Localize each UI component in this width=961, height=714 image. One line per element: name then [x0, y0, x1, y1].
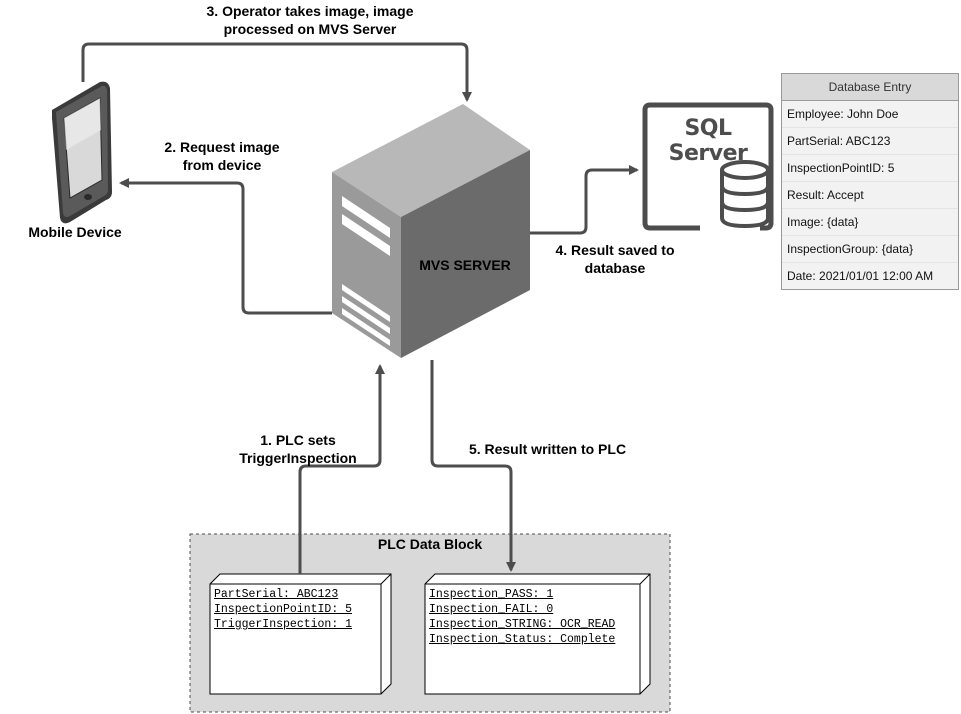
step1-label-line1: 1. PLC sets: [260, 432, 336, 448]
database-entry-row: Result: Accept: [782, 182, 958, 209]
server-tower-icon: [332, 104, 530, 358]
plc-data-block-title: PLC Data Block: [377, 536, 483, 552]
plc-output-status: Inspection_Status: Complete: [429, 633, 616, 646]
plc-output-fail: Inspection_FAIL: 0: [429, 603, 554, 616]
plc-output-list: Inspection_PASS: 1 Inspection_FAIL: 0 In…: [429, 587, 615, 647]
step3-label-line2: processed on MVS Server: [223, 21, 397, 37]
step4-label-line1: 4. Result saved to: [555, 242, 675, 258]
step5-label: 5. Result written to PLC: [468, 441, 627, 457]
smartphone-icon: [52, 81, 112, 224]
sql-server-database-icon: [642, 102, 774, 245]
plc-output-pass: Inspection_PASS: 1: [429, 588, 554, 601]
database-entry-table: Database Entry Employee: John Doe PartSe…: [781, 73, 959, 290]
plc-output-string: Inspection_STRING: OCR_READ: [429, 618, 616, 631]
step4-label-line2: database: [584, 260, 646, 276]
plc-input-trigger-inspection: TriggerInspection: 1: [214, 618, 353, 631]
database-entry-header: Database Entry: [782, 74, 958, 101]
step2-label-line2: from device: [182, 157, 262, 173]
step2-label-line1: 2. Request image: [164, 139, 280, 155]
plc-input-inspection-point-id: InspectionPointID: 5: [214, 603, 353, 616]
plc-input-part-serial: PartSerial: ABC123: [214, 588, 339, 601]
plc-output-node: [424, 573, 651, 695]
connector-step4: [530, 165, 639, 235]
plc-input-list: PartSerial: ABC123 InspectionPointID: 5 …: [214, 587, 352, 632]
database-entry-row: PartSerial: ABC123: [782, 128, 958, 155]
step1-label-line2: TriggerInspection: [239, 450, 357, 466]
mvs-server-label: MVS SERVER: [419, 257, 511, 273]
connector-step1: [298, 364, 385, 574]
database-entry-row: Date: 2021/01/01 12:00 AM: [787, 269, 934, 283]
database-entry-row: InspectionPointID: 5: [782, 155, 958, 182]
plc-input-node: [209, 573, 392, 695]
step2-label: 2. Request image from device: [152, 138, 292, 174]
connector-step3: [81, 42, 472, 102]
step3-label: 3. Operator takes image, image processed…: [160, 2, 460, 38]
database-entry-row: Image: {data}: [782, 209, 958, 236]
step4-label: 4. Result saved to database: [545, 241, 685, 277]
step3-label-line1: 3. Operator takes image, image: [206, 3, 414, 19]
database-entry-row: InspectionGroup: {data}: [782, 236, 958, 263]
mobile-device-label: Mobile Device: [28, 224, 122, 240]
database-entry-row: Employee: John Doe: [782, 101, 958, 128]
sql-server-title: SQL Server: [668, 116, 748, 166]
connector-step5: [430, 360, 516, 572]
step1-label: 1. PLC sets TriggerInspection: [228, 431, 368, 467]
connector-step2: [119, 178, 332, 315]
